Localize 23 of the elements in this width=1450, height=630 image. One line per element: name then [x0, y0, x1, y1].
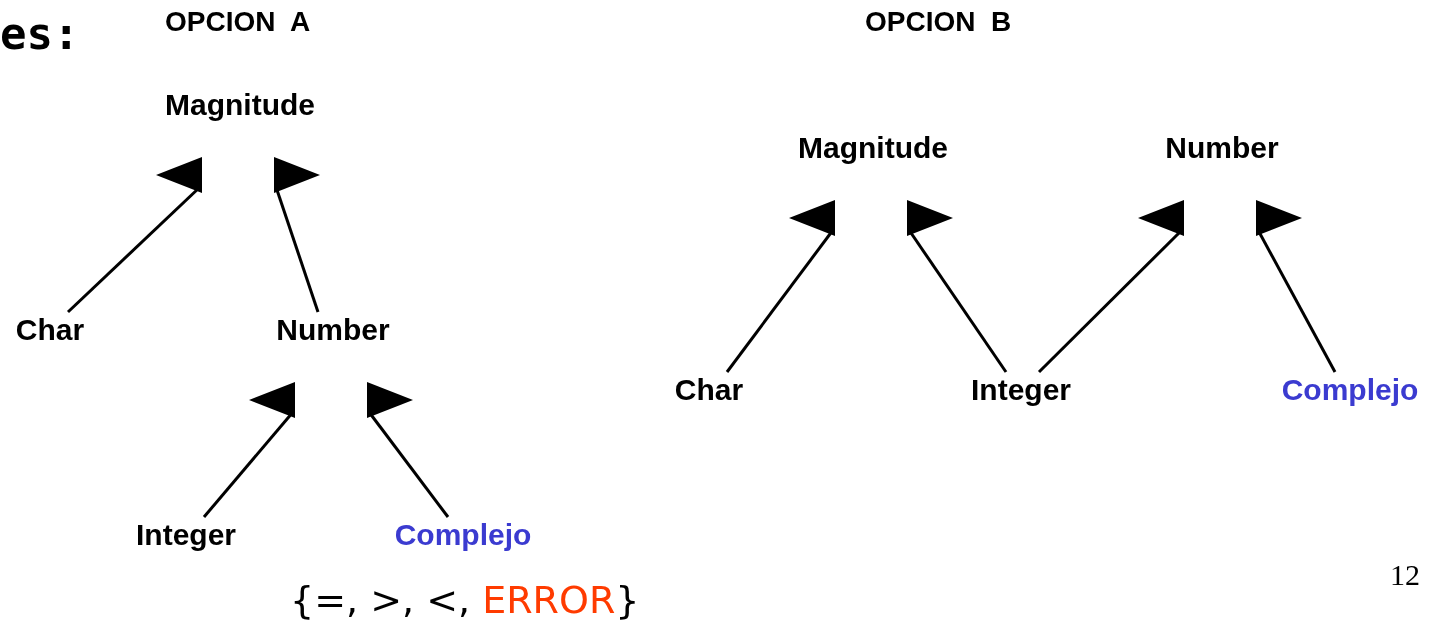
arrow	[907, 200, 1008, 373]
class-name: Number	[276, 312, 390, 348]
option-title: OPCION A	[165, 6, 311, 38]
class-name: Integer	[971, 372, 1071, 408]
class-name: Magnitude	[165, 87, 315, 123]
class-name: Char	[15, 312, 85, 348]
arrow	[1037, 200, 1184, 374]
arrow	[1256, 200, 1337, 373]
class-name: Integer	[136, 517, 236, 553]
arrow	[367, 382, 450, 518]
arrow	[202, 382, 295, 518]
operator-set: {=, >, <, ERROR}	[290, 578, 640, 622]
arrow	[66, 157, 202, 314]
arrow	[274, 157, 320, 313]
class-name: Complejo	[394, 517, 532, 553]
class-name: Magnitude	[798, 130, 948, 166]
class-name: Complejo	[1281, 372, 1419, 408]
page-number: 12	[1390, 558, 1420, 592]
arrow	[725, 200, 835, 373]
heading-fragment: es:	[0, 8, 80, 59]
class-name: Number	[1165, 130, 1279, 166]
class-name: Char	[674, 372, 744, 408]
option-title: OPCION B	[865, 6, 1012, 38]
